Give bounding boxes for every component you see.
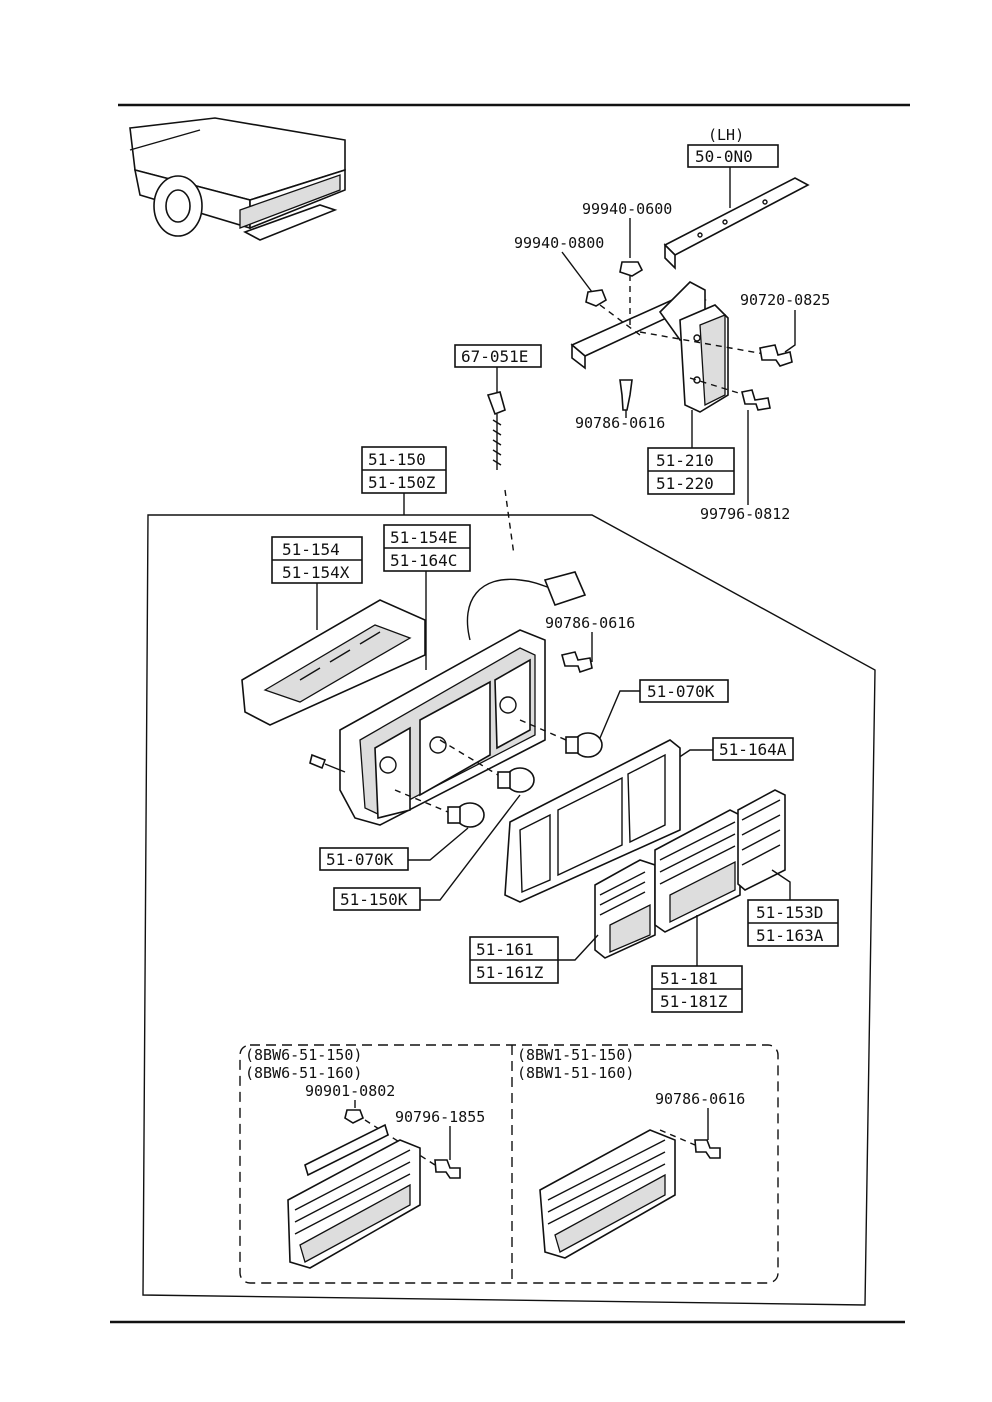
- mount-bracket: [570, 281, 729, 413]
- lens-mid-label-1: 51-181: [660, 969, 718, 988]
- lens-right-label-1: 51-153D: [756, 903, 823, 922]
- housing-part: [339, 629, 546, 826]
- lamp-assy-label-1: 51-150: [368, 450, 426, 469]
- bolt-b-icon: [619, 379, 633, 411]
- lens-right-part: [737, 789, 786, 891]
- wire-box: [454, 344, 542, 368]
- nut-b-label: 99940-0800: [514, 234, 604, 252]
- bracket-top-label: 50-0N0: [695, 147, 753, 166]
- nut-b-icon: [585, 289, 607, 307]
- screw-left-icon: [309, 753, 327, 770]
- variant-right-code-2: (8BW1-51-160): [517, 1064, 634, 1082]
- bulb-b-box: [319, 847, 409, 871]
- bolt-c-icon: [741, 389, 771, 411]
- assembly-outline: [142, 514, 876, 1306]
- lens-mid-label-2: 51-181Z: [660, 992, 728, 1011]
- variants-box: [239, 1044, 779, 1284]
- variant-left-bolt-icon: [434, 1159, 461, 1179]
- bracket-pair-label-2: 51-220: [656, 474, 714, 493]
- lens-left-part: [594, 859, 656, 959]
- vehicle-thumbnail: [129, 117, 346, 241]
- bolt-c-label: 99796-0812: [700, 505, 790, 523]
- nut-a-icon: [619, 261, 644, 277]
- bulb-b-label: 51-070K: [326, 850, 394, 869]
- bulb-a-icon: [565, 732, 603, 758]
- variant-left-lamp: [287, 1123, 421, 1269]
- bolt-a-label: 90720-0825: [740, 291, 830, 309]
- bulb-b-icon: [447, 802, 485, 828]
- bolt-d-label: 90786-0616: [545, 614, 635, 632]
- gasket-part: [504, 739, 681, 903]
- lens-left-label-1: 51-161: [476, 940, 534, 959]
- variant-right-bolt-icon: [694, 1139, 721, 1159]
- wire-connector: [486, 391, 506, 470]
- bracket-top-box: [687, 144, 779, 168]
- lens-upper-label-1: 51-154: [282, 540, 340, 559]
- variant-lh: (LH): [708, 126, 744, 144]
- bolt-b-label: 90786-0616: [575, 414, 665, 432]
- variant-right-code-1: (8BW1-51-150): [517, 1046, 634, 1064]
- socket-label: 51-150K: [340, 890, 408, 909]
- socket-box: [333, 887, 421, 911]
- variant-right-lamp: [539, 1129, 676, 1259]
- lens-left-label-2: 51-161Z: [476, 963, 544, 982]
- lamp-assy-label-2: 51-150Z: [368, 473, 436, 492]
- gasket-box: [712, 737, 794, 761]
- bolt-a-icon: [759, 344, 793, 367]
- lens-mid-part: [654, 809, 741, 933]
- variant-right-bolt-label: 90786-0616: [655, 1090, 745, 1108]
- gasket-label: 51-164A: [719, 740, 787, 759]
- wire-label: 67-051E: [461, 347, 528, 366]
- variant-left-code-2: (8BW6-51-160): [245, 1064, 362, 1082]
- socket-icon: [497, 767, 535, 793]
- lens-upper-label-2: 51-154X: [282, 563, 350, 582]
- variant-left-nut-icon: [344, 1109, 365, 1124]
- variant-left-nut-label: 90901-0802: [305, 1082, 395, 1100]
- lens-upper-part: [241, 599, 426, 726]
- lens-right-label-2: 51-163A: [756, 926, 824, 945]
- variant-left-code-1: (8BW6-51-150): [245, 1046, 362, 1064]
- bolt-d-icon: [561, 651, 593, 674]
- upper-bracket: [663, 177, 810, 270]
- bulb-a-label: 51-070K: [647, 682, 715, 701]
- variant-left-bolt-label: 90796-1855: [395, 1108, 485, 1126]
- nut-a-label: 99940-0600: [582, 200, 672, 218]
- bracket-pair-label-1: 51-210: [656, 451, 714, 470]
- housing-label-1: 51-154E: [390, 528, 457, 547]
- housing-label-2: 51-164C: [390, 551, 457, 570]
